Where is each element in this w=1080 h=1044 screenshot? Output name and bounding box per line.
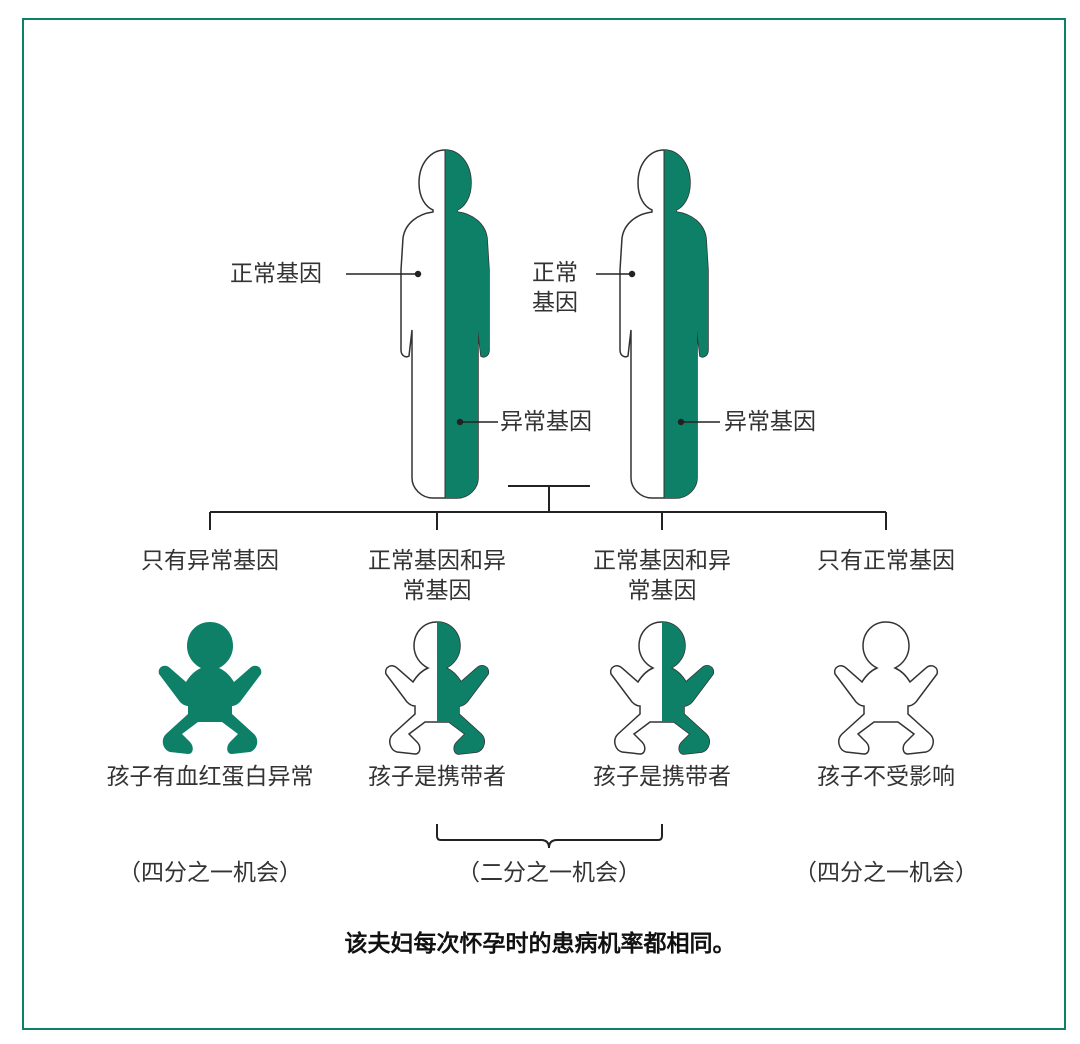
child-2-genes-label-line1: 正常基因和异 [368,548,506,574]
baby-carrier-icon [609,621,715,755]
parent-left-figure [400,149,490,499]
odds-quarter-left: （四分之一机会） [118,860,302,886]
child-4-genes-label: 只有正常基因 [817,548,955,574]
child-4-outcome-label: 孩子不受影响 [817,764,955,790]
child-3-genes-label-line1: 正常基因和异 [593,548,731,574]
parent-left-normal-gene-label: 正常基因 [230,261,322,287]
child-1-outcome-label: 孩子有血红蛋白异常 [106,764,314,790]
child-2-outcome-label: 孩子是携带者 [368,764,506,790]
parent-right-normal-gene-label-line2: 基因 [532,290,578,316]
child-1-genes-label: 只有异常基因 [141,548,279,574]
inheritance-tree [209,485,887,530]
odds-quarter-right: （四分之一机会） [794,860,978,886]
odds-half: （二分之一机会） [457,860,641,886]
baby-unaffected-icon [833,621,939,755]
pointer-lines [346,270,720,426]
parent-right-abnormal-gene-label: 异常基因 [724,409,816,435]
diagram-caption: 该夫妇每次怀孕时的患病机率都相同。 [344,931,736,957]
carrier-brace [436,824,663,849]
parent-left-abnormal-gene-label: 异常基因 [500,409,592,435]
parent-right-normal-gene-label-line1: 正常 [532,260,578,286]
child-2-genes-label-line2: 常基因 [402,578,472,604]
parent-right-figure [619,149,709,499]
diagram-frame [22,18,1066,1030]
baby-affected-icon [158,622,262,754]
baby-carrier-icon [384,621,490,755]
child-3-outcome-label: 孩子是携带者 [593,764,731,790]
child-3-genes-label-line2: 常基因 [627,578,697,604]
